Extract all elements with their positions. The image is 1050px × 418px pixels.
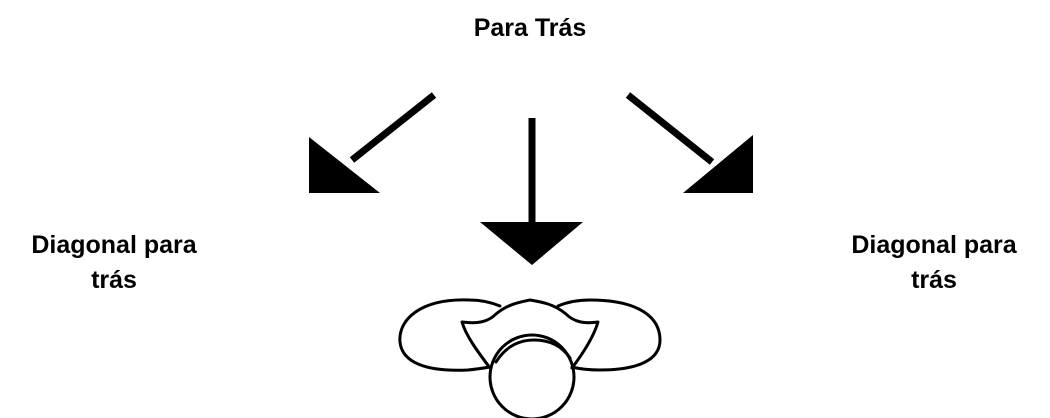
arrow-back-straight-icon bbox=[480, 118, 583, 265]
person-top-view-icon bbox=[400, 300, 660, 418]
arrow-back-right-diagonal-icon bbox=[628, 95, 753, 193]
arrow-back-left-diagonal-icon bbox=[309, 95, 434, 193]
